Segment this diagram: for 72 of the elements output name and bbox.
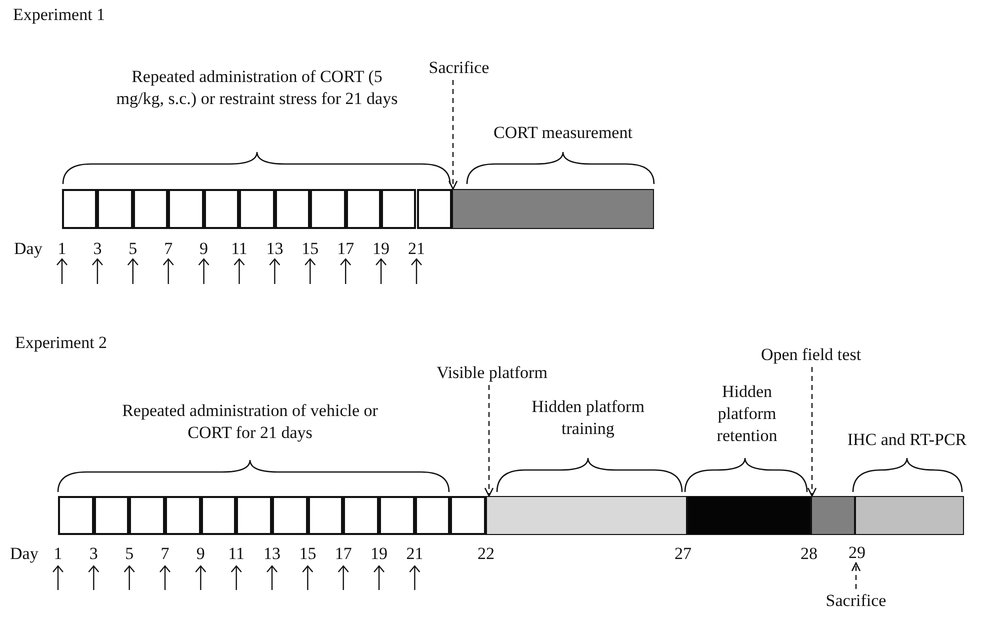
day-cell [236,496,272,535]
day-cell [343,496,380,535]
day-cell [381,189,416,229]
day-number: 11 [227,543,246,565]
day-number: 7 [160,543,170,565]
day-number: 5 [124,543,135,565]
day-cell [132,189,168,229]
event-label: Sacrifice [417,56,501,80]
day-cell [416,189,452,229]
event-label: Open field test [746,343,876,367]
phase-bar [855,496,964,535]
day-number: 9 [198,238,210,260]
phase-bar [452,189,654,229]
day-cell [97,189,133,229]
day-cell [379,496,415,535]
day-cell [58,496,94,535]
day-cell [204,189,240,229]
axis-label: Day [14,238,44,260]
section-title: Experiment 2 [15,332,108,354]
day-number: 7 [163,238,174,260]
phase-bar [486,496,687,535]
day-number: 13 [265,238,284,260]
day-number: 5 [128,238,138,260]
day-cell [346,189,382,229]
dashed-arrow [807,367,817,497]
day-cell [200,496,236,535]
day-cell [450,496,486,535]
day-cell [274,189,310,229]
phase-label: Hidden platform training [530,396,646,440]
day-cell [239,189,275,229]
phase-label: CORT measurement [492,122,634,144]
event-label: Sacrifice [816,589,896,613]
day-number: 3 [92,238,103,260]
day-number: 1 [52,543,64,565]
day-number: 27 [674,543,692,565]
day-cell [94,496,130,535]
phase-label: Repeated administration of vehicle or CORT for 21 days [121,400,379,444]
day-number: 9 [195,543,206,565]
event-label: 29 [844,543,870,563]
dashed-arrow [851,562,861,589]
day-cell [272,496,308,535]
day-number: 21 [407,238,426,260]
day-number: 19 [370,543,389,565]
phase-label: Repeated administration of CORT (5 mg/kg, s.c.) or restraint stress for 21 days [115,66,399,110]
day-number: 22 [476,543,496,565]
day-number: 19 [372,238,391,260]
day-cell [310,189,346,229]
day-cell [168,189,204,229]
day-cell [414,496,450,535]
section-title: Experiment 1 [13,4,106,26]
dashed-arrow [484,385,494,497]
day-number: 1 [56,238,68,260]
event-label: Visible platform [412,361,572,385]
day-number: 17 [334,543,353,565]
day-number: 11 [230,238,248,260]
dashed-arrow [448,80,458,190]
day-number: 17 [336,238,356,260]
phase-label: Hidden platform retention [716,381,778,448]
day-number: 21 [405,543,424,565]
phase-bar [811,496,855,535]
day-number: 15 [300,238,320,260]
day-number: 15 [298,543,318,565]
phase-bar [687,496,811,535]
day-number: 28 [800,543,818,565]
day-cell [308,496,344,535]
day-cell [165,496,201,535]
day-number: 13 [262,543,282,565]
axis-label: Day [10,543,40,565]
day-cell [62,189,98,229]
day-number: 3 [88,543,99,565]
phase-label: IHC and RT-PCR [846,429,968,451]
day-cell [129,496,165,535]
